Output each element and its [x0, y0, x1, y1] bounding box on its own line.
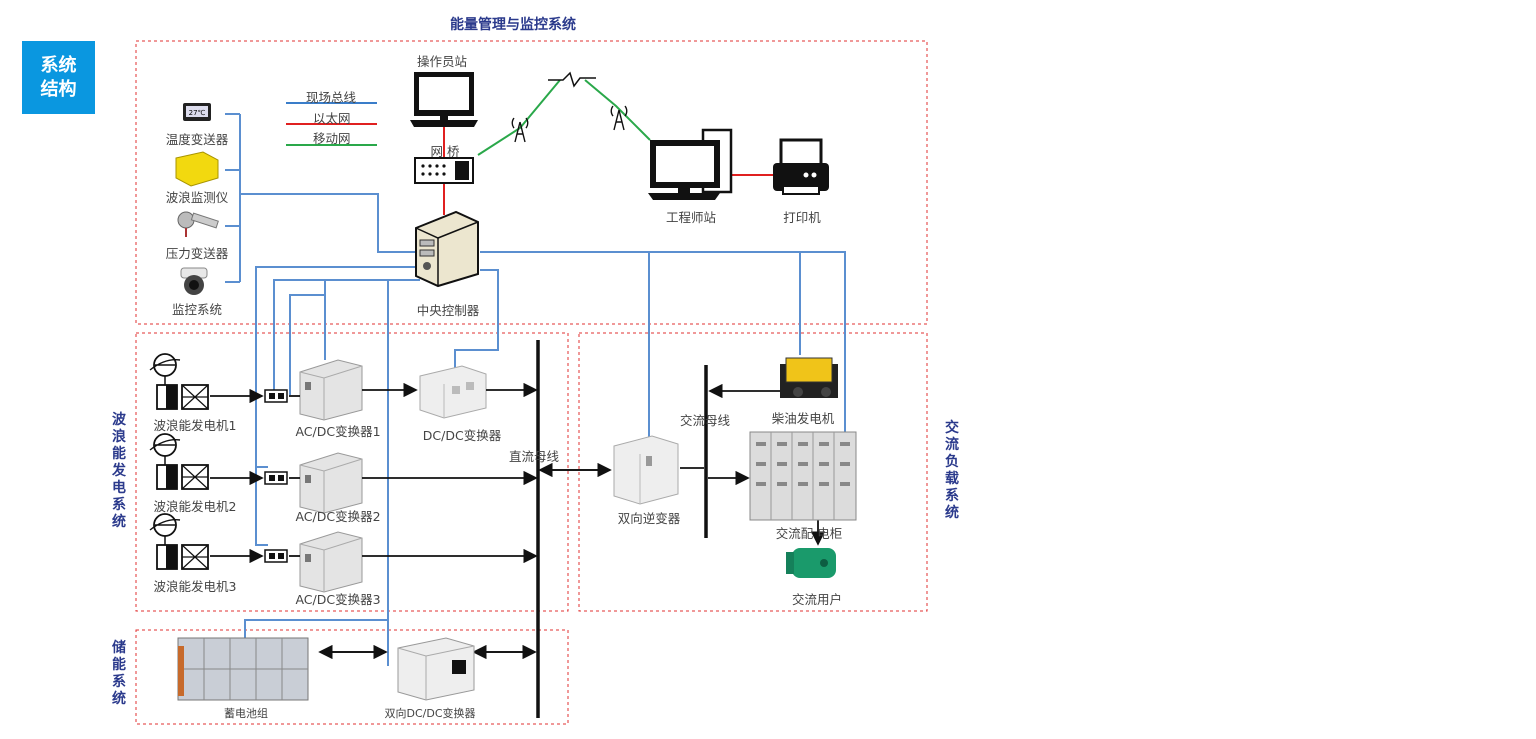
badge-line-1: 系统 [40, 54, 77, 76]
wave-generator-1-icon [149, 353, 209, 410]
generator-3-label: 波浪能发电机3 [153, 579, 237, 594]
generator-2-label: 波浪能发电机2 [153, 499, 237, 514]
legend-ethernet-label: 以太网 [313, 111, 351, 126]
sensor-label-camera: 监控系统 [171, 302, 223, 317]
dc-bus-label: 直流母线 [508, 449, 560, 464]
acdc-2-label: AC/DC变换器2 [295, 509, 381, 524]
sensor-label-pressure: 压力变送器 [165, 246, 229, 261]
operator-monitor-icon [410, 72, 478, 127]
printer-icon [773, 138, 829, 195]
engineer-station-label: 工程师站 [665, 210, 717, 225]
badge-line-2: 结构 [40, 78, 77, 100]
pressure-transmitter-icon [177, 211, 219, 237]
camera-icon [180, 267, 208, 295]
central-controller-icon [415, 210, 479, 288]
network-bridge-icon [414, 157, 474, 184]
wave-generator-3-icon [149, 513, 209, 570]
acdc-converter-icon [299, 359, 363, 421]
frame-storage [135, 629, 569, 725]
bidirectional-inverter-icon [613, 435, 679, 505]
sensor-label-temperature: 温度变送器 [165, 132, 229, 147]
temperature-readout: 27℃ [189, 109, 206, 117]
switchgear-cabinet-icon [749, 431, 857, 521]
antenna-icon [511, 117, 529, 143]
ac-motor-icon [786, 548, 836, 578]
sensor-label-wave: 波浪监测仪 [165, 190, 229, 205]
dcdc-converter-icon [419, 365, 487, 419]
wan-break-symbol [548, 71, 596, 88]
diesel-generator-icon [780, 357, 838, 398]
diesel-generator-label: 柴油发电机 [771, 411, 835, 426]
engineer-workstation-icon [648, 128, 733, 200]
antenna-icon [610, 105, 628, 131]
bidir-dcdc-label: 双向DC/DC变换器 [384, 707, 476, 720]
battery-label: 蓄电池组 [224, 707, 268, 720]
operator-station-label: 操作员站 [416, 54, 468, 69]
acdc-1-label: AC/DC变换器1 [295, 424, 381, 439]
thermometer-icon [183, 103, 211, 121]
frame-monitoring [135, 40, 928, 325]
bridge-label: 网 桥 [430, 144, 460, 159]
printer-label: 打印机 [783, 210, 821, 225]
section-label-storage: 储能系统 [112, 640, 126, 707]
wave-monitor-icon [175, 151, 219, 187]
battery-bank-icon [177, 637, 309, 701]
ac-user-label: 交流用户 [791, 592, 843, 607]
switchgear-label: 交流配 电柜 [775, 526, 843, 541]
frame-wave [135, 332, 569, 612]
legend-mobile-label: 移动网 [313, 131, 351, 146]
acdc-3-label: AC/DC变换器3 [295, 592, 381, 607]
section-label-wave: 波浪能发电系统 [112, 412, 126, 530]
central-controller-label: 中央控制器 [416, 303, 480, 318]
wave-generator-2-icon [149, 433, 209, 490]
relay-icon [264, 389, 288, 403]
frame-ac-load [578, 332, 928, 612]
system-structure-badge: 系统 结构 [22, 41, 95, 114]
generator-1-label: 波浪能发电机1 [153, 418, 237, 433]
bidirectional-dcdc-icon [397, 637, 475, 701]
diagram-title: 能量管理与监控系统 [450, 17, 576, 33]
dcdc-label: DC/DC变换器 [422, 428, 502, 443]
inverter-label: 双向逆变器 [617, 511, 681, 526]
ac-bus-label: 交流母线 [679, 413, 731, 428]
section-label-ac-load: 交流负载系统 [945, 420, 959, 521]
legend-fieldbus-label: 现场总线 [306, 90, 357, 105]
